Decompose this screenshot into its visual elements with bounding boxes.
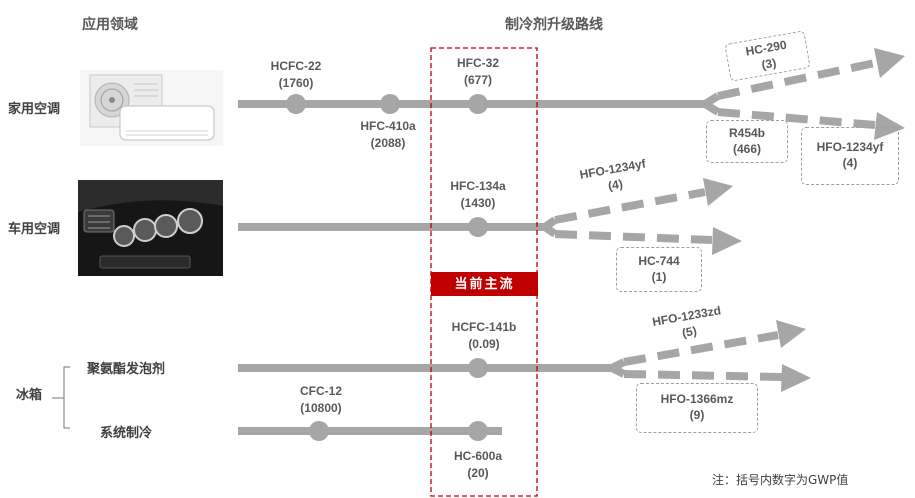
label-hfc410a: HFC-410a(2088) xyxy=(360,118,415,152)
dot-hcfc141b xyxy=(468,358,488,378)
future-box-hfo1366mz: HFO-1366mz(9) xyxy=(636,383,758,433)
dot-cfc12 xyxy=(309,421,329,441)
label-hcfc141b: HCFC-141b(0.09) xyxy=(452,319,517,353)
future-box-hc744: HC-744(1) xyxy=(616,247,702,292)
label-hfc134a: HFC-134a(1430) xyxy=(450,178,505,212)
dot-hfc32 xyxy=(468,94,488,114)
dot-hfc410a xyxy=(380,94,400,114)
label-hc600a: HC-600a(20) xyxy=(454,448,502,482)
future-box-hfo1234yf-home: HFO-1234yf(4) xyxy=(801,127,899,185)
dot-hcfc22 xyxy=(286,94,306,114)
fridge-bracket xyxy=(64,367,70,428)
dot-hfc134a xyxy=(468,217,488,237)
dot-hc600a xyxy=(468,421,488,441)
home-ac-image xyxy=(80,70,223,146)
current-mainstream-tag: 当前主流 xyxy=(431,272,538,296)
label-hfc32: HFC-32(677) xyxy=(457,55,499,89)
label-cfc12: CFC-12(10800) xyxy=(300,383,342,417)
gwp-footnote: 注：括号内数字为GWP值 xyxy=(712,471,848,488)
car-ac-image xyxy=(78,180,223,276)
label-hcfc22: HCFC-22(1760) xyxy=(271,58,322,92)
future-box-r454b: R454b(466) xyxy=(706,120,788,163)
